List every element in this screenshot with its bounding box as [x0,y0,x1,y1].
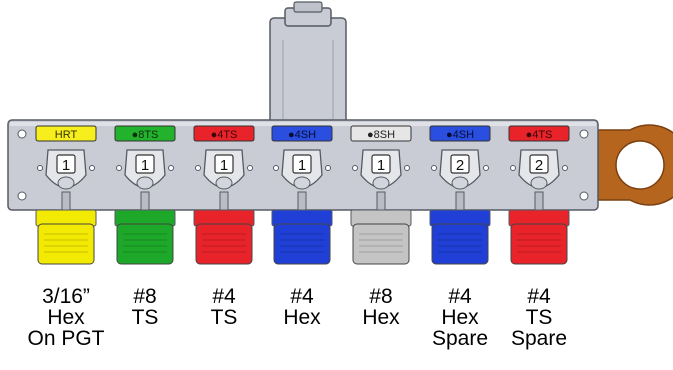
tool-slot: HRT 1 [35,125,97,265]
tag-label: ●8SH [367,129,395,141]
slot-count: 1 [141,157,149,174]
slot-count: 2 [456,157,464,174]
slot-count: 1 [62,157,70,174]
tag-label: ●8TS [132,129,159,141]
tool-slot: ●4TS 2 [508,125,570,265]
caption-line: Hex [283,306,321,329]
holder-clip: 1 [195,149,253,190]
tool-slot: ●8SH 1 [350,125,412,265]
caption-line: #4 [290,285,314,308]
tool-slot: ●8TS 1 [114,125,176,265]
color-tag: ●4TS [193,125,255,142]
tag-label: ●4TS [526,129,553,141]
holder-clip: 1 [273,149,331,190]
color-tag: ●8SH [350,125,412,142]
slot-count: 1 [220,157,228,174]
tool-handle [35,209,97,265]
caption-line: Spare [431,327,489,350]
caption-line: Hex [47,306,85,329]
slot-count: 2 [535,157,543,174]
tool-slot: ●4SH 1 [271,125,333,265]
color-tag: ●4SH [429,125,491,142]
mounting-post [269,1,347,129]
caption-line: #4 [448,285,472,308]
holder-clip: 1 [116,149,174,190]
caption-line: Hex [362,306,400,329]
holder-clip: 2 [431,149,489,190]
holder-clip: 1 [37,149,95,190]
slot-count: 1 [298,157,306,174]
tool-handle [350,209,412,265]
caption-line: #4 [527,285,551,308]
tool-handle [193,209,255,265]
caption-line: TS [131,306,159,329]
holder-clip: 2 [510,149,568,190]
tool-slot: ●4SH 2 [429,125,491,265]
tool-handle [271,209,333,265]
caption-line: On PGT [27,327,105,350]
tool-slots: HRT 1 ●8TS 1 ●4TS 1 ●4SH 1 ●8SH 1 ●4SH 2 ●4TS 2 [35,125,570,265]
caption-line: #8 [133,285,157,308]
caption-line: #8 [369,285,393,308]
color-tag: ●4SH [271,125,333,142]
mounting-bracket [597,124,673,206]
caption-line: Spare [510,327,568,350]
tag-label: ●4SH [288,129,316,141]
tag-label: ●4SH [446,129,474,141]
color-tag: ●8TS [114,125,176,142]
tool-handle [114,209,176,265]
caption-line: TS [525,306,553,329]
caption-line: #4 [212,285,236,308]
tag-label: HRT [55,129,78,141]
caption-line: 3/16” [42,285,90,308]
tool-slot: ●4TS 1 [193,125,255,265]
caption-line: Hex [441,306,479,329]
color-tag: HRT [35,125,97,142]
holder-clip: 1 [352,149,410,190]
color-tag: ●4TS [508,125,570,142]
tool-handle [508,209,570,265]
slot-count: 1 [377,157,385,174]
tool-handle [429,209,491,265]
caption-line: TS [210,306,238,329]
tag-label: ●4TS [211,129,238,141]
